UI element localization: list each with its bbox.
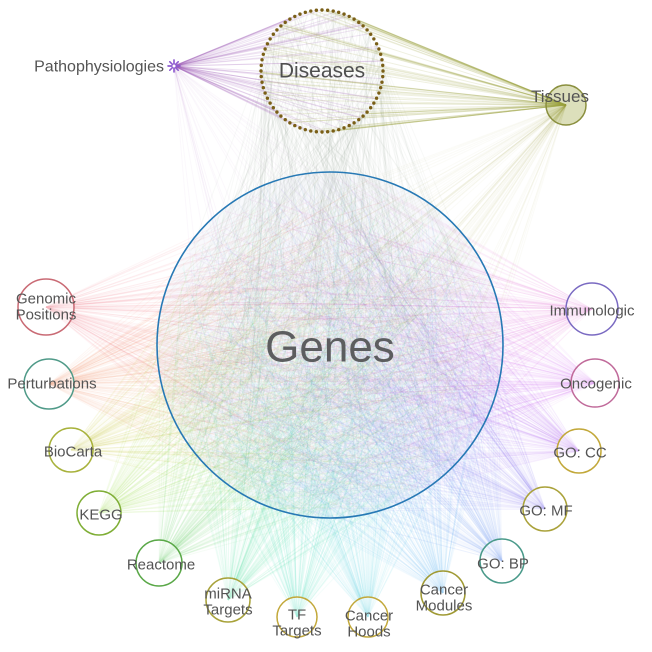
node-circle-immunologic[interactable] bbox=[565, 282, 619, 336]
node-diseases-dot-ring[interactable] bbox=[259, 8, 385, 134]
node-label-tissues: Tissues bbox=[531, 87, 589, 106]
edge-fan-cancer-hoods bbox=[177, 177, 489, 618]
edge-fan-immunologic bbox=[169, 176, 593, 510]
edge-fan-go-mf bbox=[184, 179, 546, 512]
genes-hub-label: Genes bbox=[265, 322, 395, 371]
node-circle-tf-targets[interactable] bbox=[276, 596, 318, 638]
node-circle-genomic-positions[interactable] bbox=[17, 278, 75, 336]
node-circle-kegg[interactable] bbox=[76, 490, 122, 536]
node-pathophysiologies-asterisk-icon[interactable] bbox=[167, 59, 181, 73]
edge-fan-kegg bbox=[98, 184, 492, 514]
edge-fan-go-cc bbox=[171, 176, 580, 513]
node-label-go-mf: GO: MF bbox=[519, 502, 572, 519]
node-circle-perturbations[interactable] bbox=[23, 358, 75, 410]
edge-fan-perturbations bbox=[48, 179, 497, 512]
edge-fan-tf-targets bbox=[176, 184, 487, 618]
node-circle-go-mf[interactable] bbox=[522, 486, 568, 532]
node-circle-oncogenic[interactable] bbox=[570, 358, 620, 408]
genes-hub-circle[interactable] bbox=[156, 171, 504, 519]
node-circle-cancer-hoods[interactable] bbox=[347, 596, 389, 638]
node-circle-go-bp[interactable] bbox=[479, 538, 525, 584]
node-label-oncogenic: Oncogenic bbox=[560, 375, 632, 392]
edge-fan-genomic-positions bbox=[45, 196, 498, 509]
node-circle-reactome[interactable] bbox=[135, 539, 183, 587]
edge-layer bbox=[45, 9, 596, 618]
node-circle-tissues[interactable] bbox=[545, 84, 587, 126]
node-circle-mirna-targets[interactable] bbox=[205, 577, 251, 623]
node-label-perturbations: Perturbations bbox=[7, 375, 96, 392]
node-layer bbox=[17, 8, 620, 638]
node-label-go-cc: GO: CC bbox=[553, 444, 607, 461]
node-label-immunologic: Immunologic bbox=[549, 302, 635, 319]
edge-fan-tissues bbox=[179, 9, 567, 505]
node-label-biocarta: BioCarta bbox=[44, 443, 103, 460]
node-label-diseases: Diseases bbox=[279, 59, 365, 82]
node-circle-cancer-modules[interactable] bbox=[420, 570, 466, 616]
edge-fan-cancer-modules bbox=[170, 183, 498, 594]
edge-fan-diseases bbox=[163, 9, 492, 515]
node-label-reactome: Reactome bbox=[127, 556, 195, 573]
node-circle-biocarta[interactable] bbox=[48, 427, 94, 473]
edge-fan-reactome bbox=[158, 195, 489, 564]
edge-fan-go-bp bbox=[173, 182, 503, 562]
node-label-pathophysiologies: Pathophysiologies bbox=[34, 59, 164, 76]
edge-fan-biocarta bbox=[70, 175, 498, 516]
node-label-go-bp: GO: BP bbox=[477, 555, 529, 572]
edge-fan-pathophysiologies bbox=[173, 9, 474, 481]
node-label-kegg: KEGG bbox=[79, 506, 122, 523]
node-circle-go-cc[interactable] bbox=[556, 428, 602, 474]
